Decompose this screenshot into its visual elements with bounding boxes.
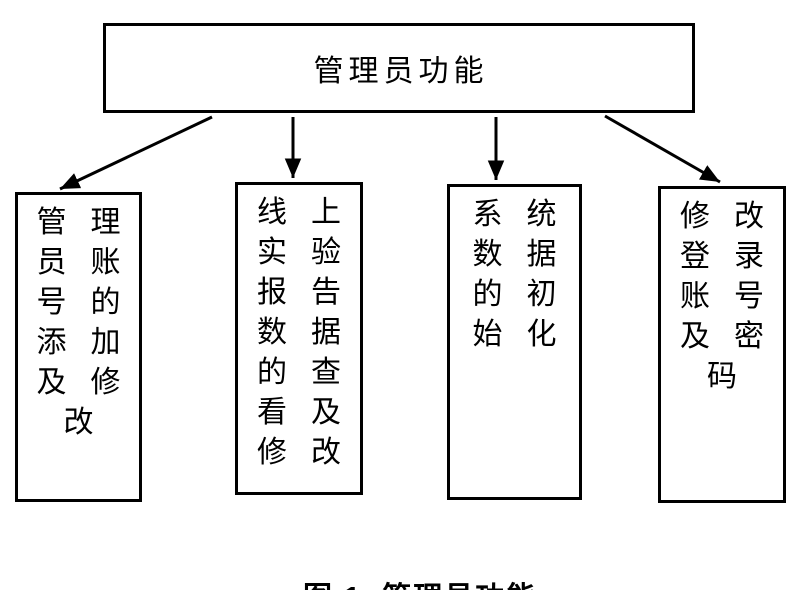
arrow-root-to-branch-4: [604, 114, 721, 184]
branch-node-box-3: 系统 数据 的初 始化: [447, 184, 582, 500]
figure-caption: 图 1 管理员功能: [0, 541, 800, 590]
branch-node-label-2: 线上 实验 报告 数据 的查 看及 修改: [257, 196, 365, 469]
figure-caption-text: 图 1 管理员功能: [303, 582, 537, 590]
branch-node-box-4: 修改 登录 账号 及密 码: [658, 186, 786, 503]
branch-node-box-1: 管理 员账 号的 添加 及修 改: [15, 192, 142, 502]
root-node-box: 管理员功能: [103, 23, 695, 113]
branch-node-label-4: 修改 登录 账号 及密 码: [680, 200, 788, 393]
arrow-root-to-branch-1: [59, 115, 213, 191]
branch-node-label-3: 系统 数据 的初 始化: [472, 198, 581, 351]
root-node-label: 管理员功能: [313, 55, 489, 88]
branch-node-label-1: 管理 员账 号的 添加 及修 改: [36, 206, 145, 439]
branch-node-box-2: 线上 实验 报告 数据 的查 看及 修改: [235, 182, 363, 495]
